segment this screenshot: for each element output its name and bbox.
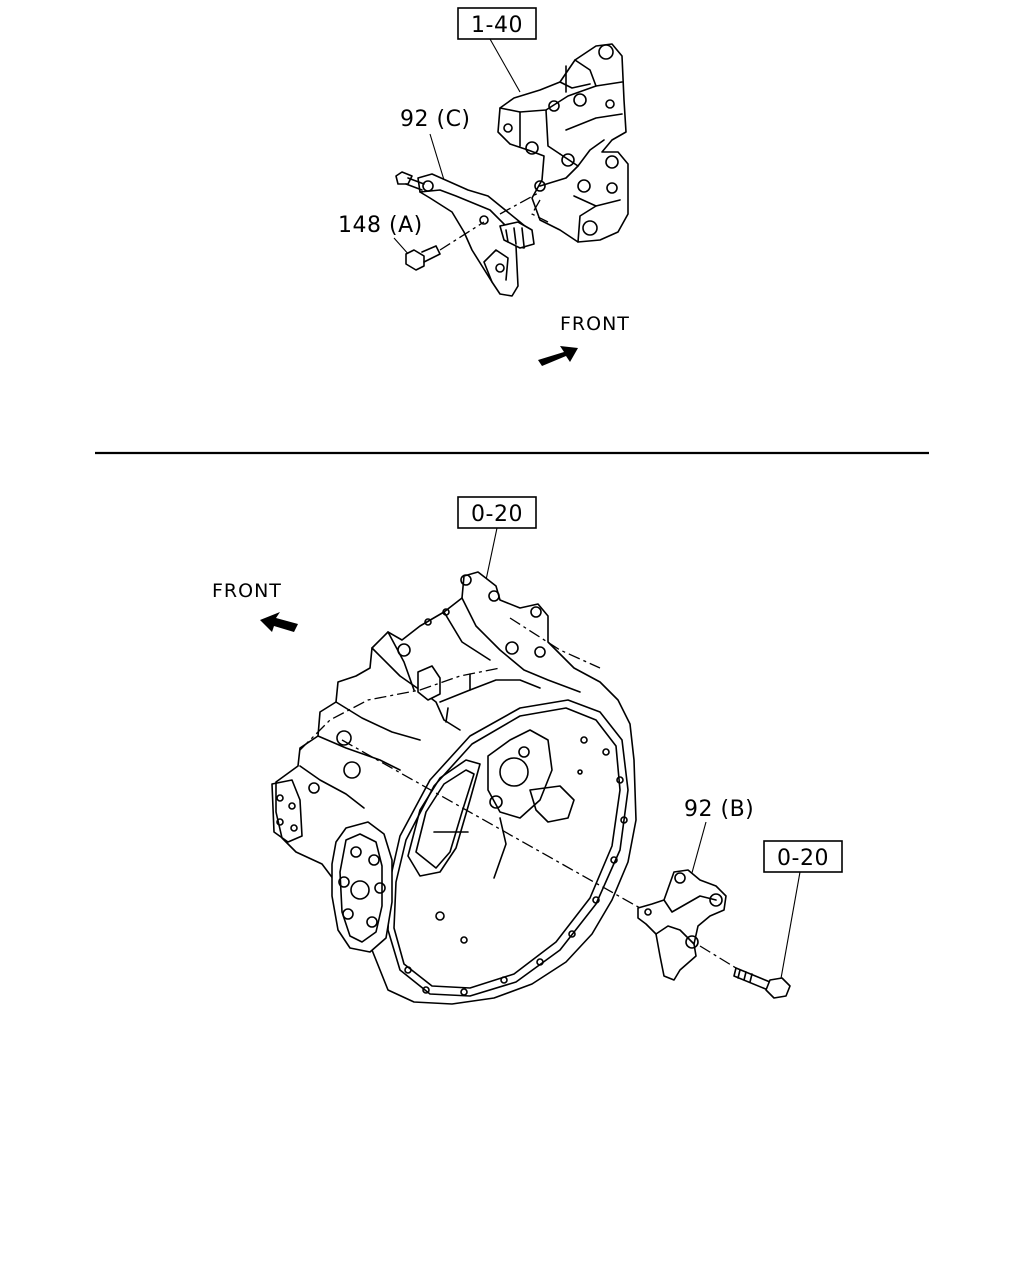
clutch-housing [271, 571, 637, 1005]
bracket-92b [637, 869, 727, 981]
callout-148a[interactable]: 148 (A) [338, 213, 423, 238]
front-label-bottom: FRONT [212, 580, 282, 602]
bracket-bolt-top [395, 171, 425, 191]
ref-box-0-20-bolt-label: 0-20 [777, 846, 829, 871]
ref-box-0-20-bolt[interactable]: 0-20 [763, 840, 843, 873]
bottom-section: 0-20 FRONT [212, 496, 843, 1005]
bolt-148a [405, 245, 441, 271]
ref-box-1-40[interactable]: 1-40 [457, 7, 537, 40]
bolt-bottom [733, 967, 791, 999]
callout-92b[interactable]: 92 (B) [684, 797, 754, 822]
ref-box-0-20-housing[interactable]: 0-20 [457, 496, 537, 529]
front-arrow-icon [538, 346, 578, 366]
front-label-top: FRONT [560, 313, 630, 335]
top-section: 1-40 [338, 7, 630, 366]
bracket-92c [417, 173, 535, 297]
engine-mount-casting [497, 43, 629, 243]
ref-box-1-40-label: 1-40 [471, 13, 523, 38]
ref-box-0-20-housing-label: 0-20 [471, 502, 523, 527]
callout-92c[interactable]: 92 (C) [400, 107, 471, 132]
front-arrow-icon [260, 612, 298, 632]
